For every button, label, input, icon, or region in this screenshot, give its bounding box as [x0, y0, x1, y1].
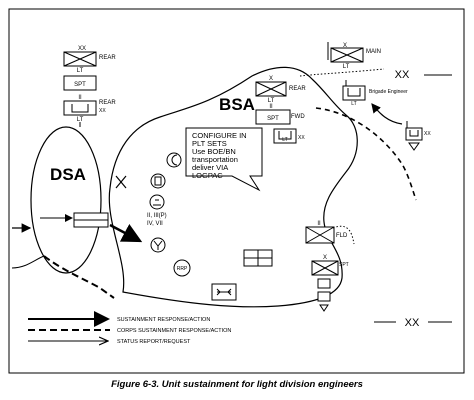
callout-line-3: Use BOE/BN	[192, 147, 236, 156]
svg-text:LT: LT	[268, 98, 275, 104]
svg-text:XX: XX	[298, 135, 305, 141]
arrow-dsa-to-bsa	[109, 223, 143, 243]
svg-text:XX: XX	[99, 108, 106, 114]
callout-line-2: PLT SETS	[192, 139, 227, 148]
svg-text:CONFIGURE IN PLT SETS: CONFIGURE IN PLT SETS Use BOE/BN transpo…	[192, 131, 249, 180]
svg-text:X: X	[343, 43, 347, 49]
dsa-label: DSA	[50, 165, 86, 184]
dsa-supply-point	[40, 212, 109, 228]
legend: SUSTAINMENT RESPONSE/ACTION CORPS SUSTAI…	[28, 311, 231, 345]
svg-text:X: X	[323, 255, 327, 261]
svg-text:LT: LT	[77, 117, 84, 123]
svg-text:LT: LT	[282, 137, 287, 143]
boundary-mark-top: XX	[395, 69, 410, 81]
class-labels-line-1: II, III(P)	[147, 213, 167, 219]
class-labels-line-2: IV, VII	[147, 221, 163, 227]
unit-brigade-engineer: LT Brigade Engineer	[342, 80, 408, 107]
svg-text:X: X	[269, 76, 273, 82]
engineer-equipment-symbol	[211, 283, 237, 301]
svg-text:XX: XX	[424, 131, 431, 137]
callout-box: CONFIGURE IN PLT SETS Use BOE/BN transpo…	[185, 127, 263, 192]
fld-dotted-link	[332, 225, 355, 245]
svg-text:FLD: FLD	[336, 233, 348, 239]
unit-bsa-spt-fwd: II SPT FWD	[255, 104, 305, 125]
fld-sub-units	[317, 278, 331, 312]
class-ii-iv-vii-symbol	[149, 194, 165, 210]
figure-frame	[8, 8, 465, 374]
rrp-label: RRP	[177, 266, 188, 272]
svg-text:Brigade Engineer: Brigade Engineer	[369, 89, 408, 95]
svg-text:SPT: SPT	[74, 82, 86, 88]
unit-bsa-lt: LT XX	[273, 128, 305, 144]
svg-text:II: II	[78, 95, 82, 101]
boundary-x-mark	[115, 175, 127, 189]
corps-route-right	[315, 107, 417, 201]
unit-lt-rear: II LT REAR XX	[63, 95, 116, 123]
unit-bsa-rear: X LT REAR	[255, 76, 306, 104]
callout-line-6: LOGPAC	[192, 171, 223, 180]
figure-caption: Figure 6-3. Unit sustainment for light d…	[111, 379, 363, 390]
callout-line-4: transportation	[192, 155, 238, 164]
svg-text:SPT: SPT	[267, 116, 279, 122]
unit-spt-rear: SPT	[63, 75, 97, 91]
svg-text:FWD: FWD	[291, 114, 305, 120]
legend-label-3: STATUS REPORT/REQUEST	[117, 339, 191, 345]
svg-text:II: II	[269, 104, 273, 110]
unit-fld-spt: X SPT	[311, 255, 349, 276]
svg-text:XX: XX	[78, 46, 86, 52]
class-v-symbol	[150, 237, 166, 253]
svg-text:LT: LT	[351, 101, 356, 107]
dsa-lower-boundary	[11, 255, 45, 269]
unit-fld: II FLD	[305, 221, 348, 244]
bsa-label: BSA	[219, 95, 255, 114]
svg-text:LT: LT	[77, 68, 84, 74]
boundary-mark-bottom: XX	[405, 317, 420, 329]
svg-text:MAIN: MAIN	[366, 49, 381, 55]
callout-line-5: deliver VIA	[192, 163, 228, 172]
svg-text:REAR: REAR	[99, 100, 116, 106]
main-dotted-boundary	[299, 68, 385, 77]
legend-label-2: CORPS SUSTAINMENT RESPONSE/ACTION	[117, 328, 231, 334]
class-iii-symbol	[150, 173, 166, 189]
corps-route-bottom	[43, 255, 115, 299]
class-i-symbol	[166, 152, 182, 168]
bsa-area-outline	[108, 66, 358, 308]
legend-label-1: SUSTAINMENT RESPONSE/ACTION	[117, 317, 210, 323]
unit-far-right: XX	[405, 121, 431, 151]
rrp-symbol: RRP	[173, 259, 191, 277]
svg-text:II: II	[317, 221, 321, 227]
dsa-area-outline	[30, 126, 102, 274]
arrow-to-brigade-engineer	[371, 103, 403, 125]
svg-text:SPT: SPT	[339, 262, 349, 268]
svg-text:LT: LT	[343, 64, 350, 70]
svg-text:REAR: REAR	[289, 86, 306, 92]
svg-text:REAR: REAR	[99, 55, 116, 61]
unit-rear-top: XX LT REAR	[63, 46, 116, 74]
callout-line-1: CONFIGURE IN	[192, 131, 247, 140]
unit-main: X LT MAIN	[327, 42, 381, 70]
bsa-grid-symbol	[243, 249, 273, 267]
